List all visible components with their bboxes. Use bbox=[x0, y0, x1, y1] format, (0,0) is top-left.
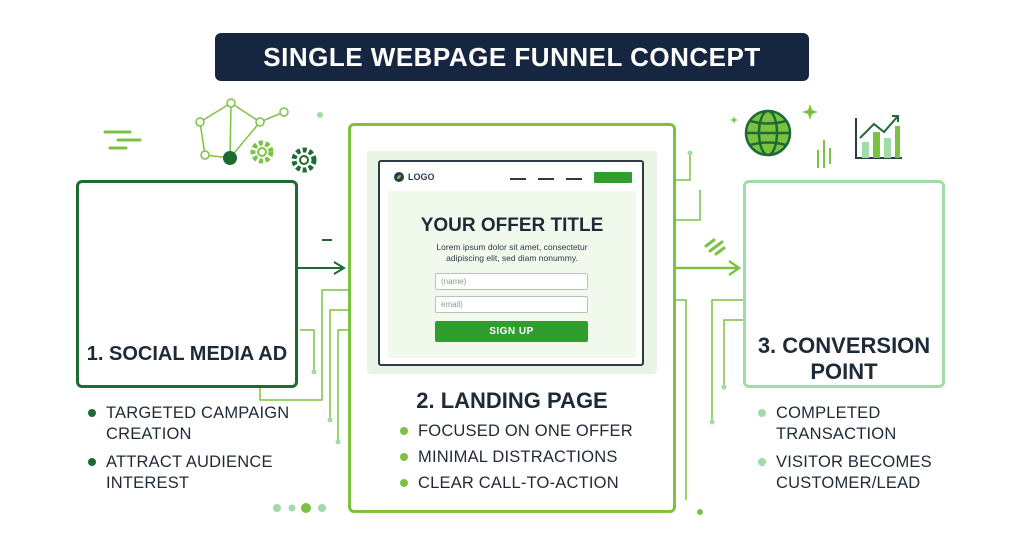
step-1-bullets: Targeted campaign creation Attract audie… bbox=[88, 403, 298, 501]
step-title: 2. LANDING PAGE bbox=[416, 388, 608, 413]
list-item: Targeted campaign creation bbox=[88, 403, 298, 445]
leaf-icon bbox=[394, 172, 404, 182]
globe-icon bbox=[744, 109, 792, 157]
sign-up-button[interactable]: SIGN UP bbox=[435, 321, 588, 342]
nav-link[interactable] bbox=[510, 178, 526, 180]
offer-description: Lorem ipsum dolor sit amet, consectetur … bbox=[436, 242, 588, 263]
list-item: Visitor becomes customer/lead bbox=[758, 452, 958, 494]
growth-chart-icon bbox=[855, 115, 902, 159]
arrow-to-landing-page bbox=[298, 261, 346, 275]
step-title: 3. CONVERSION POINT bbox=[757, 333, 931, 384]
list-item: Completed transaction bbox=[758, 403, 958, 445]
gear-icon bbox=[291, 147, 317, 173]
gear-icon bbox=[250, 140, 274, 164]
nav-link[interactable] bbox=[566, 178, 582, 180]
step-2-bullets: Focused on one offer Minimal distraction… bbox=[400, 421, 660, 499]
step-card-conversion-point: 3. CONVERSION POINT bbox=[743, 180, 945, 388]
page-title: SINGLE WEBPAGE FUNNEL CONCEPT bbox=[263, 41, 761, 72]
list-item: Clear call-to-action bbox=[400, 473, 660, 494]
title-banner: SINGLE WEBPAGE FUNNEL CONCEPT bbox=[215, 33, 809, 81]
step-3-bullets: Completed transaction Visitor becomes cu… bbox=[758, 403, 958, 501]
landing-logo: LOGO bbox=[408, 172, 435, 182]
nav-link[interactable] bbox=[538, 178, 554, 180]
email-input[interactable]: email) bbox=[435, 296, 588, 313]
name-input[interactable]: (name) bbox=[435, 273, 588, 290]
list-item: Minimal distractions bbox=[400, 447, 660, 468]
step-title: 1. SOCIAL MEDIA AD bbox=[86, 343, 288, 365]
ad-badge-label: AD bbox=[184, 246, 212, 267]
offer-title: YOUR OFFER TITLE bbox=[420, 215, 604, 236]
step-card-social-media-ad: 1. SOCIAL MEDIA AD bbox=[76, 180, 298, 388]
nav-cta-button[interactable] bbox=[594, 172, 632, 183]
list-item: Attract audience interest bbox=[88, 452, 298, 494]
list-item: Focused on one offer bbox=[400, 421, 660, 442]
network-nodes-icon bbox=[195, 98, 289, 160]
